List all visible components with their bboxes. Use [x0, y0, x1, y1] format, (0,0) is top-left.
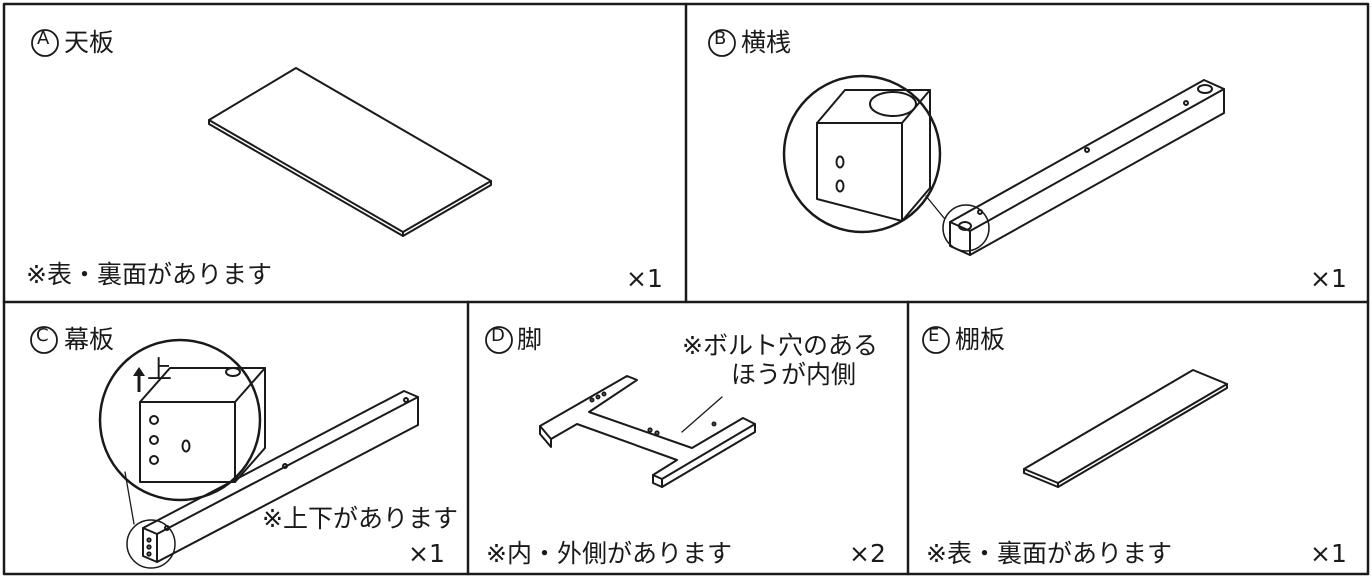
circled-letter-c: [30, 326, 58, 354]
callout-line2: ほうが内側: [731, 360, 857, 389]
note-leg: ※内・外側があります: [486, 539, 732, 568]
note-shelf-board: ※表・裏面があります: [926, 539, 1172, 568]
leg-illustration: [539, 375, 756, 488]
part-name-apron: 幕板: [64, 325, 115, 354]
part-name-crossbar: 横桟: [741, 28, 792, 57]
part-name-leg: 脚: [517, 325, 543, 354]
tabletop-illustration: [208, 67, 492, 237]
qty-crossbar: ×1: [1310, 264, 1347, 293]
qty-leg: ×2: [849, 539, 886, 568]
up-arrow-icon: [133, 367, 145, 392]
shelf-board-illustration: [1023, 369, 1228, 488]
part-name-shelf-board: 棚板: [955, 325, 1006, 354]
circled-letter-e: [922, 326, 950, 354]
part-letter-e: E: [928, 325, 940, 346]
note-tabletop: ※表・裏面があります: [26, 260, 272, 289]
crossbar-illustration: [782, 74, 1225, 256]
apron-illustration: [98, 338, 419, 569]
part-letter-a: A: [37, 28, 50, 49]
part-name-tabletop: 天板: [64, 28, 115, 57]
qty-shelf-board: ×1: [1310, 539, 1347, 568]
note-apron: ※上下があります: [262, 504, 458, 533]
circled-letter-b: [708, 29, 736, 57]
circled-letter-d: [485, 326, 513, 354]
callout-line1: ※ボルト穴のある: [682, 331, 878, 360]
up-label: 上: [147, 355, 173, 384]
part-letter-b: B: [714, 28, 727, 49]
part-letter-d: D: [491, 325, 505, 346]
part-letter-c: C: [36, 325, 49, 346]
qty-tabletop: ×1: [626, 264, 663, 293]
circled-letter-a: [31, 29, 59, 57]
qty-apron: ×1: [408, 539, 445, 568]
